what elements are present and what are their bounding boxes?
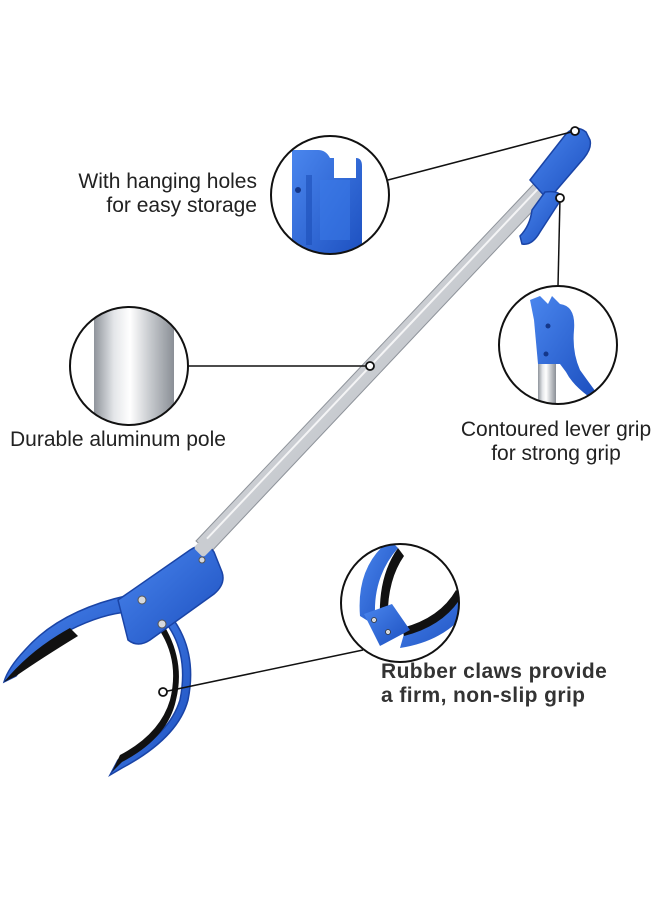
hanging-holes-line2: for easy storage [106,194,257,217]
aluminum-pole-detail-icon [69,306,189,426]
aluminum-pole-label: Durable aluminum pole [10,428,226,452]
rubber-claws-line1: Rubber claws provide [381,660,608,683]
rubber-claw-detail-icon [340,543,460,663]
hanging-holes-line1: With hanging holes [78,170,257,193]
callout-dots [158,126,580,697]
lever-grip-detail-icon [498,285,618,405]
lever-grip-label: Contoured lever grip for strong grip [456,418,656,466]
lever-grip-line2: for strong grip [491,442,621,465]
claw-head [2,537,224,777]
rubber-claws-label: Rubber claws provide a firm, non-slip gr… [381,660,607,708]
handle-grip [519,127,592,245]
callout-lines [162,130,576,693]
hanging-holes-label: With hanging holes for easy storage [78,170,257,218]
hanging-hole-detail-icon [270,135,390,255]
rubber-claws-line2: a firm, non-slip grip [381,684,586,707]
lever-grip-line1: Contoured lever grip [460,418,652,441]
aluminum-pole-line1: Durable aluminum pole [10,428,226,451]
